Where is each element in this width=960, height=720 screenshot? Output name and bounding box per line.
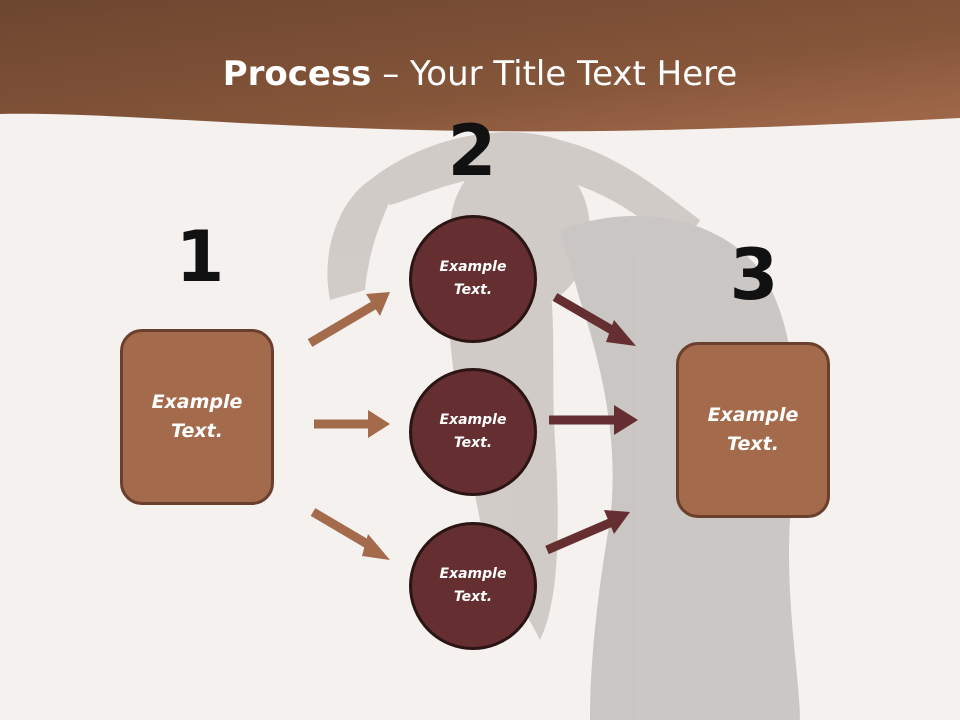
slide-title: Process – Your Title Text Here xyxy=(0,52,960,96)
circle-top-line2: Text. xyxy=(453,282,493,298)
circle-middle-line1: Example xyxy=(439,412,507,428)
circle-top-line1: Example xyxy=(439,259,507,275)
title-rest: – Your Title Text Here xyxy=(371,54,738,94)
step-2-circle-top: Example Text. xyxy=(409,215,537,343)
step-3-box: Example Text. xyxy=(676,342,830,518)
circle-bottom-line1: Example xyxy=(439,566,507,582)
circle-bottom-line2: Text. xyxy=(453,589,493,605)
arrow-to-top-circle xyxy=(307,292,390,347)
arrow-to-bottom-circle xyxy=(310,508,390,560)
step-2-circle-bottom: Example Text. xyxy=(409,522,537,650)
arrow-from-middle-circle xyxy=(549,405,638,435)
step-1-text-line1: Example xyxy=(151,391,243,413)
step-number-3: 3 xyxy=(729,234,779,316)
step-3-text-line1: Example xyxy=(707,404,799,426)
arrow-from-top-circle xyxy=(552,293,636,346)
step-1-box: Example Text. xyxy=(120,329,274,505)
step-1-text-line2: Text. xyxy=(171,420,223,442)
title-bold: Process xyxy=(222,54,372,94)
arrow-to-middle-circle xyxy=(314,410,390,438)
step-3-text-line2: Text. xyxy=(727,433,779,455)
circle-middle-line2: Text. xyxy=(453,435,493,451)
step-number-2: 2 xyxy=(447,110,497,192)
step-number-1: 1 xyxy=(175,216,225,298)
arrow-from-bottom-circle xyxy=(545,510,630,555)
step-2-circle-middle: Example Text. xyxy=(409,368,537,496)
header-band xyxy=(0,0,960,132)
